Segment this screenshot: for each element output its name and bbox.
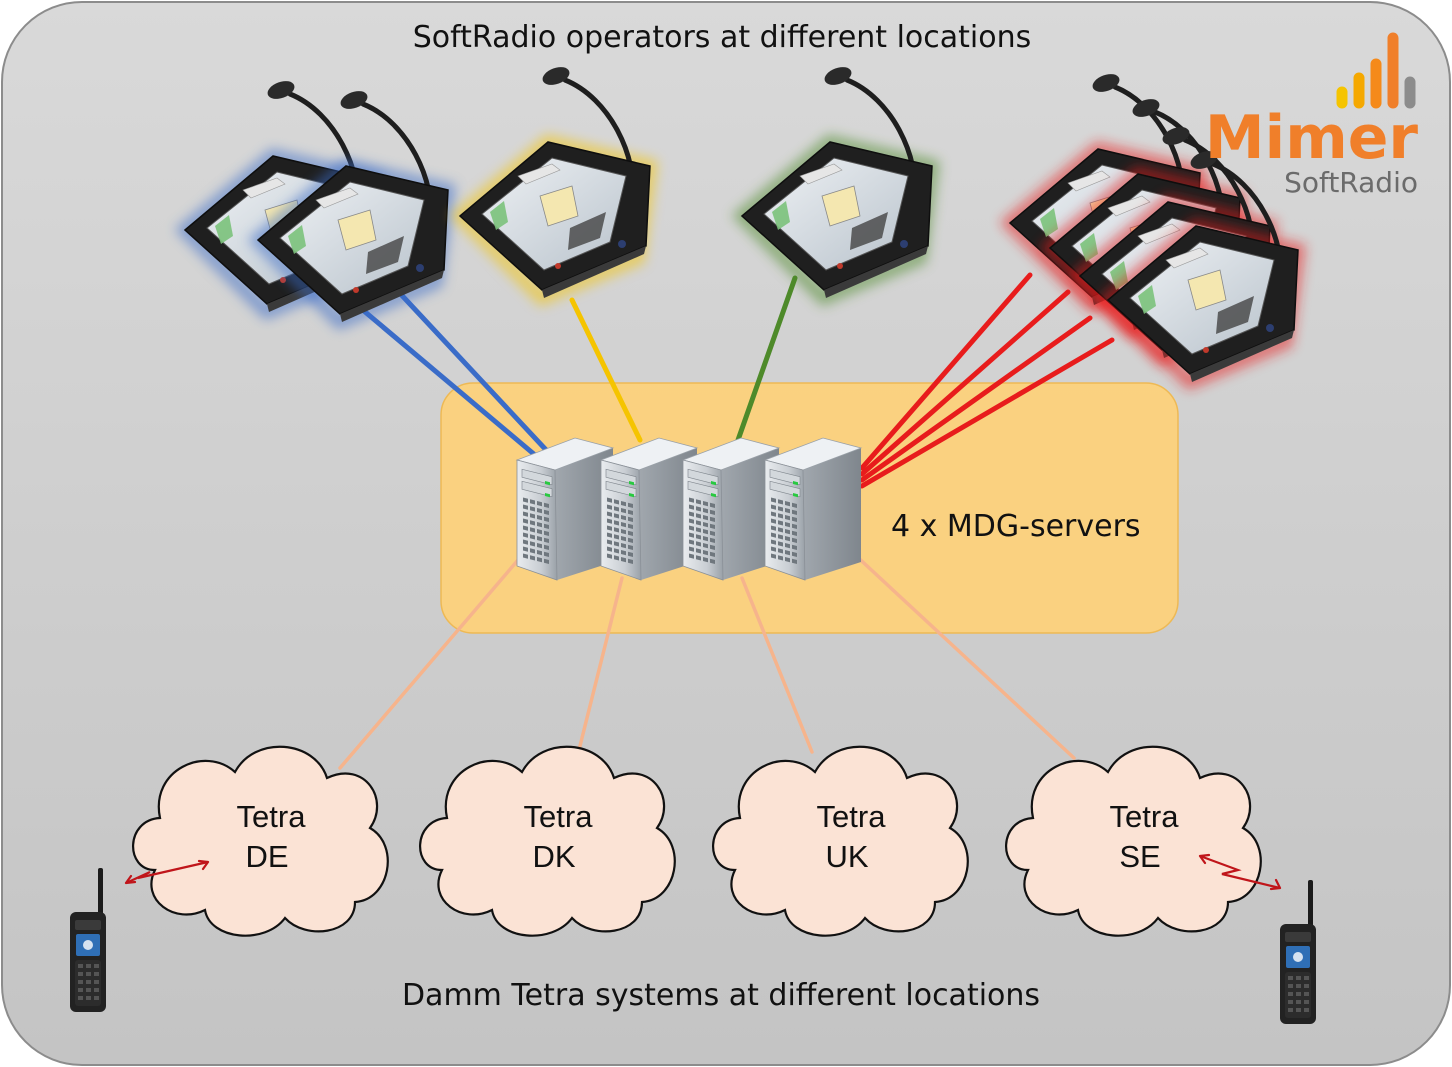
radio-link-se-arrows [1198,853,1282,891]
link-red-1 [859,272,1033,471]
tetra-dk-label-line2: DK [532,839,575,874]
red-group-console-4 [1097,151,1306,391]
operator-consoles [174,67,1306,391]
title-top: SoftRadio operators at different locatio… [413,20,1032,55]
link-red-4 [859,337,1115,489]
tetra-uk-label-line1: Tetra [817,799,887,834]
server-4 [763,437,863,581]
mdg-servers [515,437,863,581]
server-1 [515,437,615,581]
mimer-softradio-logo: Mimer SoftRadio [1205,32,1418,199]
tetra-de-label-line1: Tetra [237,799,307,834]
link-blue-1 [342,292,538,458]
signal-bars-icon [1336,32,1416,109]
server-2 [599,437,699,581]
link-blue-2 [392,285,551,455]
radio-link-de-arrows [124,859,210,885]
green-group-console-1 [731,67,940,307]
operator-links [342,272,1115,489]
yellow-group-console-1 [449,67,658,307]
tetra-dk-label-line1: Tetra [524,799,594,834]
link-red-2 [859,289,1071,477]
tetra-se-label-line2: SE [1119,839,1160,874]
logo-sub: SoftRadio [1284,166,1418,199]
link-red-3 [859,315,1093,483]
logo-name: Mimer [1205,103,1418,173]
tetra-links [338,550,1076,770]
radio-link-se [1199,854,1281,890]
tetra-uk-label-line2: UK [825,839,868,874]
handheld-radio-left [70,868,106,1012]
handheld-radio-right [1280,880,1316,1024]
tetra-se-label-line1: Tetra [1110,799,1180,834]
link-tetra-de [338,558,520,770]
title-bottom: Damm Tetra systems at different location… [402,978,1040,1013]
radio-links [124,853,1282,891]
link-tetra-dk [574,576,624,764]
link-tetra-uk [740,576,814,754]
blue-group-console-2 [247,91,456,331]
link-tetra-se [850,550,1076,760]
server-label: 4 x MDG-servers [891,509,1141,544]
tetra-de-label-line2: DE [245,839,288,874]
link-green [735,275,798,443]
server-3 [681,437,781,581]
link-yellow [569,297,643,443]
radio-link-de [125,860,209,884]
